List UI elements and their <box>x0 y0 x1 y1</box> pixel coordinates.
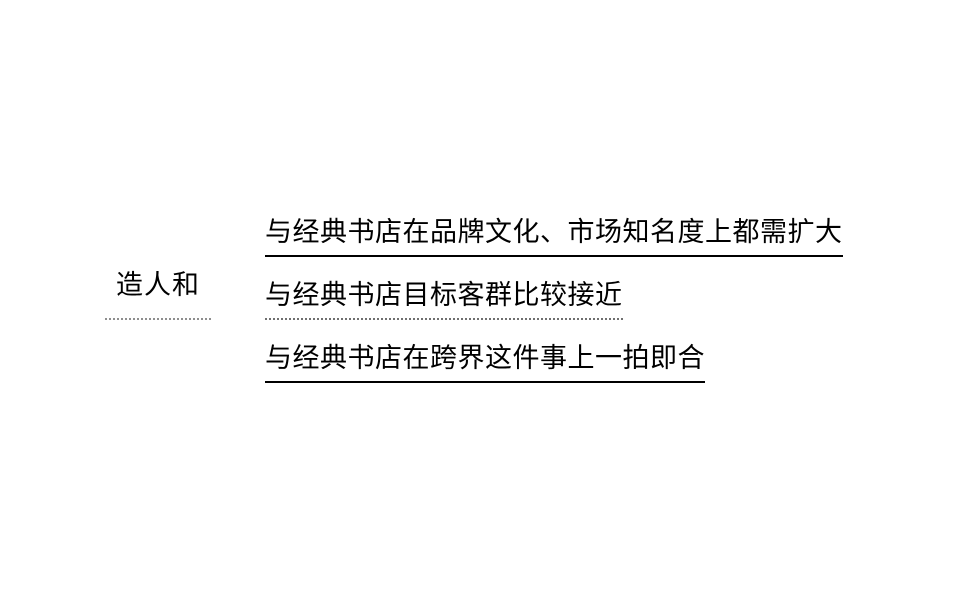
statement-row: 与经典书店在跨界这件事上一拍即合 <box>265 342 865 405</box>
category-block: 造人和 <box>105 268 211 320</box>
statement-text-2: 与经典书店目标客群比较接近 <box>265 279 623 320</box>
statement-text-3: 与经典书店在跨界这件事上一拍即合 <box>265 342 705 383</box>
statement-row: 与经典书店在品牌文化、市场知名度上都需扩大 <box>265 216 865 279</box>
category-label: 造人和 <box>116 270 200 301</box>
statement-list: 与经典书店在品牌文化、市场知名度上都需扩大 与经典书店目标客群比较接近 与经典书… <box>265 216 865 405</box>
statement-text-1: 与经典书店在品牌文化、市场知名度上都需扩大 <box>265 216 843 257</box>
statement-row: 与经典书店目标客群比较接近 <box>265 279 865 342</box>
category-underline-rule <box>105 318 211 320</box>
